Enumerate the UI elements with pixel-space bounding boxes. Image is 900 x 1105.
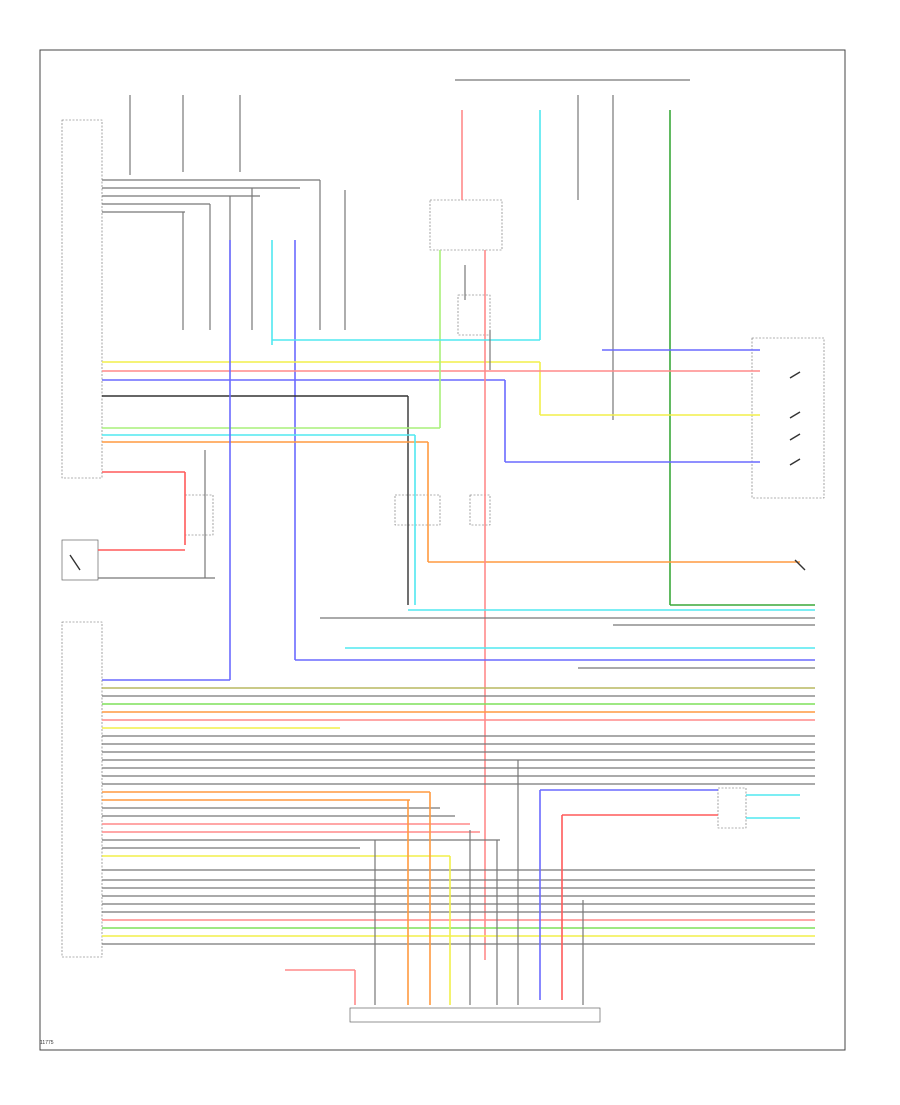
ecm-harness-wires <box>102 240 815 1005</box>
switch-contacts <box>69 371 806 571</box>
ignition-switch-box <box>61 539 99 581</box>
diagram-code: 11775 <box>40 1040 54 1046</box>
top-feeds <box>129 79 690 605</box>
right-output-bus <box>295 604 815 669</box>
sensor-box <box>717 787 747 829</box>
bottom-connector-box <box>349 1007 601 1023</box>
body-control-module-box <box>61 119 103 479</box>
junction-box <box>394 494 441 526</box>
diagram-border <box>39 49 846 1051</box>
bcm-horizontal-wires <box>98 349 800 605</box>
bcm-bus-lines <box>102 179 320 660</box>
bottom-connector-drops <box>374 760 584 1005</box>
switch-assembly-box <box>751 337 825 499</box>
relay-box <box>429 199 503 251</box>
engine-control-module-box <box>61 621 103 958</box>
connector-box <box>184 494 214 536</box>
fuse-box <box>457 294 491 336</box>
fuse-block <box>469 494 491 526</box>
relay-link-wires <box>272 250 540 960</box>
